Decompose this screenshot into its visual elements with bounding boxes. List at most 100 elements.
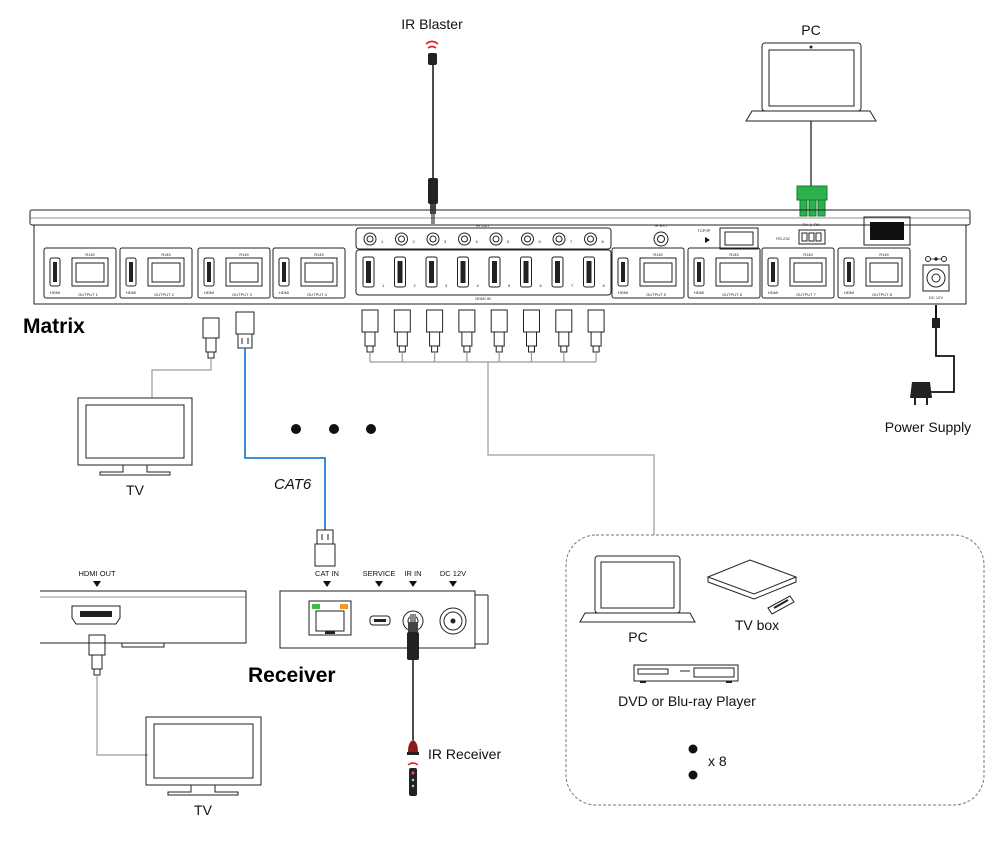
hdmi-cable-to-tv-bottom	[96, 675, 148, 756]
tv-bottom: TV	[145, 716, 262, 818]
tv-left: TV	[77, 397, 193, 498]
hdmi-in-port: 5	[488, 256, 511, 288]
ir-out-jack: 6	[521, 232, 542, 246]
dvd-player-icon	[633, 664, 739, 683]
tcp-ip-label: TCP/IP	[698, 228, 711, 233]
hdmi-in-plugs	[361, 309, 605, 362]
hdmi-cable-to-tv	[151, 358, 212, 398]
hdmi-port-icon	[49, 257, 61, 287]
hdmi-in-port: 4	[457, 256, 480, 288]
cat-in-port	[308, 600, 352, 636]
cat6-label: CAT6	[274, 476, 312, 493]
ir-receiver-eye-icon	[408, 740, 418, 752]
tv-box-label: TV box	[735, 617, 779, 633]
service-arrow-icon	[375, 581, 383, 587]
rj45-label: RJ45	[729, 252, 739, 257]
cat6-cable	[244, 348, 326, 530]
ir-ext-port: IR EXT	[653, 223, 669, 247]
hdmi-in-number: 5	[508, 283, 511, 288]
tv-box-source: TV box	[706, 559, 798, 633]
hdmi-in-port: 7	[551, 256, 574, 288]
ir-out-jack: 2	[395, 232, 416, 246]
hdmi-in-port: 1	[362, 256, 385, 288]
rj45-label: RJ45	[161, 252, 171, 257]
ir-out-jack: 3	[426, 232, 447, 246]
ir-out-jack: 8	[584, 232, 605, 246]
rj45-port-icon	[865, 257, 903, 287]
hdmi-plug-icon	[523, 309, 540, 362]
ir-receiver: IR Receiver	[407, 740, 501, 796]
ir-out-jack: 1	[363, 232, 384, 246]
hdmi-in-number: 7	[571, 283, 574, 288]
rj45-plug-receiver	[314, 529, 336, 567]
hdmi-in-port: 2	[394, 256, 417, 288]
receiver-label: Receiver	[248, 664, 336, 687]
hdmi-plug-icon	[393, 309, 411, 362]
rj45-port-icon	[147, 257, 185, 287]
hdmi-in-number: 8	[603, 283, 606, 288]
dvd-player-source: DVD or Blu-ray Player	[618, 664, 756, 709]
output-label: OUTPUT 6	[722, 292, 742, 297]
ir-blaster-emitter-icon	[428, 53, 437, 65]
hdmi-label: HDMI	[618, 290, 628, 295]
rj45-label: RJ45	[239, 252, 249, 257]
hdmi-port-icon	[71, 605, 121, 625]
dc-in-port	[439, 607, 467, 635]
rj45-plug-top	[235, 311, 255, 349]
dvd-player-label: DVD or Blu-ray Player	[618, 693, 756, 709]
ir-out-jack: 4	[458, 232, 479, 246]
hdmi-label: HDMI	[694, 290, 704, 295]
dc-12v-label: DC 12V	[440, 569, 466, 578]
rj45-label: RJ45	[803, 252, 813, 257]
output-label: OUTPUT 8	[872, 292, 892, 297]
power-cable	[930, 328, 955, 393]
tv-box-icon	[706, 559, 798, 600]
ir-out-number: 3	[444, 239, 447, 244]
ir-in-label: IR IN	[404, 569, 421, 578]
more-sources-dots	[688, 744, 698, 780]
power-supply-label: Power Supply	[885, 419, 971, 435]
dc-arrow-icon	[449, 581, 457, 587]
matrix-dc-label: DC 12V	[929, 295, 943, 300]
rs232-phoenix-connector-icon	[796, 185, 828, 217]
hdmi-port-icon	[203, 257, 215, 287]
receiver-port-labels: CAT IN SERVICE IR IN DC 12V	[315, 569, 466, 587]
tcp-ip-port: TCP/IP	[698, 227, 759, 250]
power-adapter-icon	[910, 382, 932, 405]
rj45-port-icon	[71, 257, 109, 287]
ir-out-number: 7	[570, 239, 573, 244]
hdmi-in-label: HDMI IN	[475, 296, 490, 301]
tv-bottom-label: TV	[194, 802, 213, 818]
sources-dashed-box	[565, 534, 985, 806]
ellipsis-dots	[291, 424, 376, 434]
hdmi-in-number: 2	[414, 283, 417, 288]
arrow-right-icon	[705, 237, 710, 243]
ir-out-jack: 7	[552, 232, 573, 246]
matrix-label: Matrix	[23, 315, 85, 338]
hdmi-in-port: 8	[583, 256, 606, 288]
hdmi-port-icon	[125, 257, 137, 287]
hdmi-port-icon	[617, 257, 629, 287]
rj45-label: RJ45	[653, 252, 663, 257]
laptop-icon	[745, 42, 877, 122]
cat-in-arrow-icon	[323, 581, 331, 587]
hdmi-port-icon	[278, 257, 290, 287]
output-label: OUTPUT 7	[796, 292, 816, 297]
hdmi-label: HDMI	[768, 290, 778, 295]
cat-in-label: CAT IN	[315, 569, 339, 578]
ir-blaster-label: IR Blaster	[401, 16, 463, 32]
remote-control-icon	[767, 595, 795, 615]
times-eight-label: x 8	[708, 753, 727, 769]
sources-group: PC TV box DVD or Blu-ray Player	[565, 534, 985, 806]
hdmi-label: HDMI	[844, 290, 854, 295]
hdmi-plug-to-tv	[202, 317, 220, 359]
hdmi-label: HDMI	[126, 290, 136, 295]
output-label: OUTPUT 4	[307, 292, 327, 297]
hdmi-in-port: 6	[520, 256, 543, 288]
